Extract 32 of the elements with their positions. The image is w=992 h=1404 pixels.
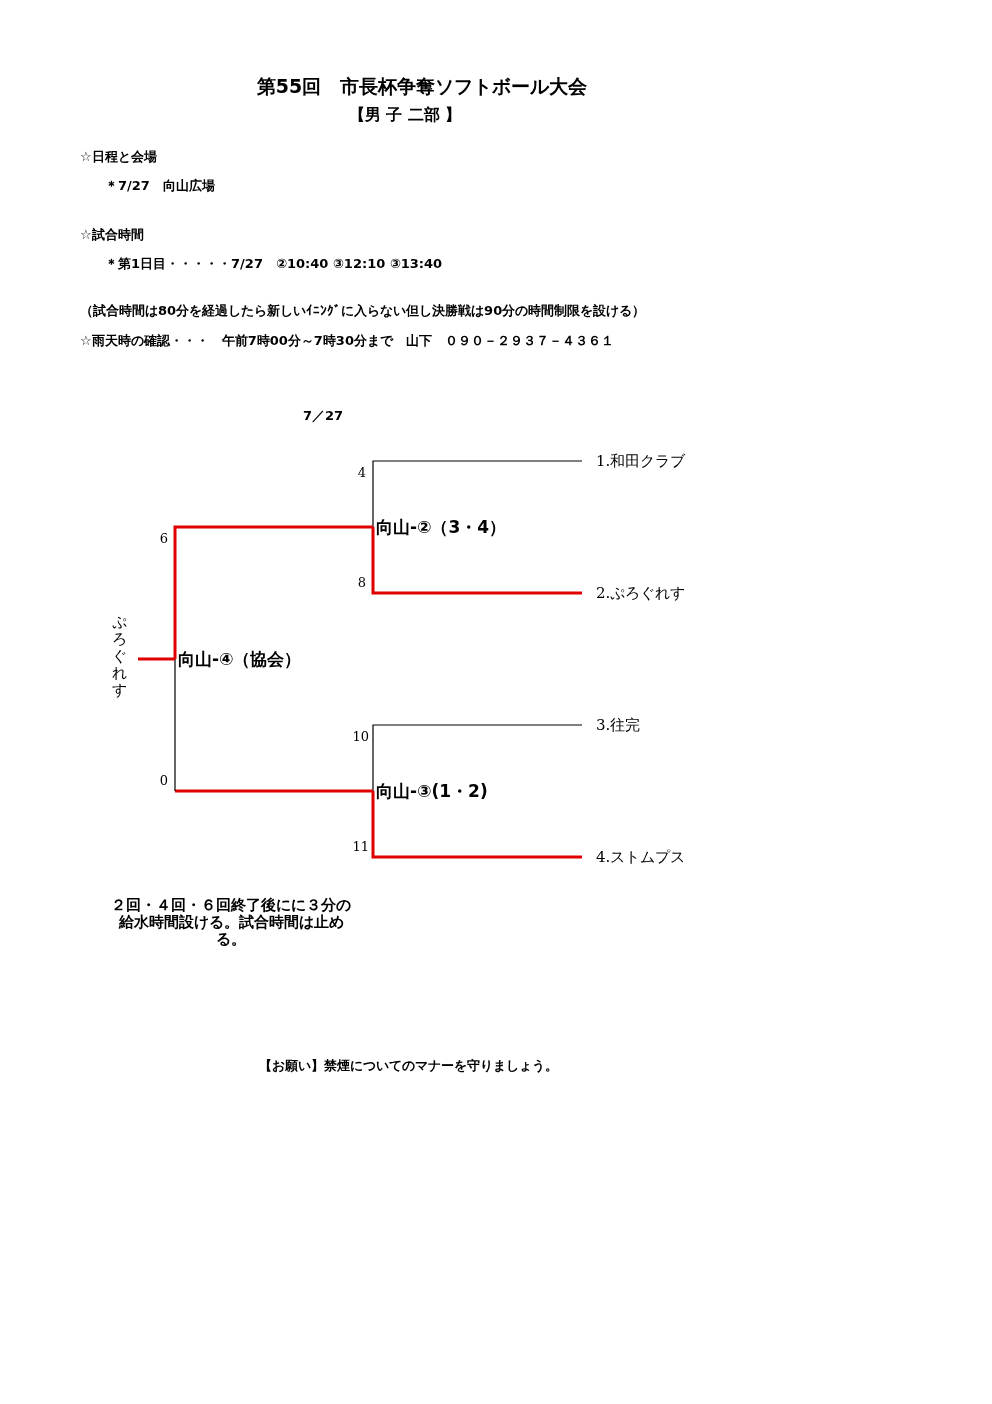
- contact-text: ☆雨天時の確認・・・ 午前7時00分～7時30分まで 山下 ０９０－２９３７－４３６１: [80, 332, 614, 350]
- match-label: 向山-②（3・4）: [373, 516, 507, 538]
- team-name: 4.ストムプス: [582, 846, 686, 868]
- bracket-line: [173, 525, 373, 659]
- score-label: 11: [352, 838, 369, 854]
- section-heading: ☆試合時間: [80, 226, 144, 244]
- score-label: 4: [357, 464, 366, 480]
- team-name: 2.ぷろぐれす: [582, 582, 686, 604]
- score-label: 6: [159, 530, 168, 546]
- bracket-line: [371, 527, 582, 595]
- bracket-line: [372, 460, 583, 528]
- schedule-text: ＊第1日目・・・・・7/27 ②10:40 ③12:10 ③13:40: [105, 255, 443, 273]
- section-heading: ☆日程と会場: [80, 148, 157, 166]
- score-label: 10: [352, 728, 369, 744]
- title: 第55回 市長杯争奪ソフトボール大会: [256, 74, 588, 99]
- note-text: ２回・４回・６回終了後にに３分の給水時間設ける。試合時間は止める。: [111, 896, 351, 948]
- request-text: 【お願い】禁煙についてのマナーを守りましょう。: [258, 1057, 558, 1075]
- date-label: 7／27: [302, 407, 344, 425]
- team-name: 3.往完: [582, 714, 641, 736]
- bracket-line: [138, 657, 175, 661]
- winner-name: ぷろぐれす: [100, 614, 138, 699]
- note-text: （試合時間は80分を経過したら新しいｲﾆﾝｸﾞに入らない但し決勝戦は90分の時間制限を設ける）: [80, 302, 646, 320]
- bracket-line: [371, 791, 582, 859]
- score-label: 0: [159, 772, 168, 788]
- team-name: 1.和田クラブ: [582, 450, 686, 472]
- bracket-line: [372, 724, 583, 792]
- schedule-text: ＊7/27 向山広場: [105, 177, 215, 195]
- score-label: 8: [357, 574, 366, 590]
- bracket-line: [174, 658, 373, 793]
- match-label: 向山-④（協会）: [175, 648, 302, 670]
- match-label: 向山-③(1・2): [373, 780, 488, 802]
- subtitle: 【男 子 二部 】: [348, 104, 462, 126]
